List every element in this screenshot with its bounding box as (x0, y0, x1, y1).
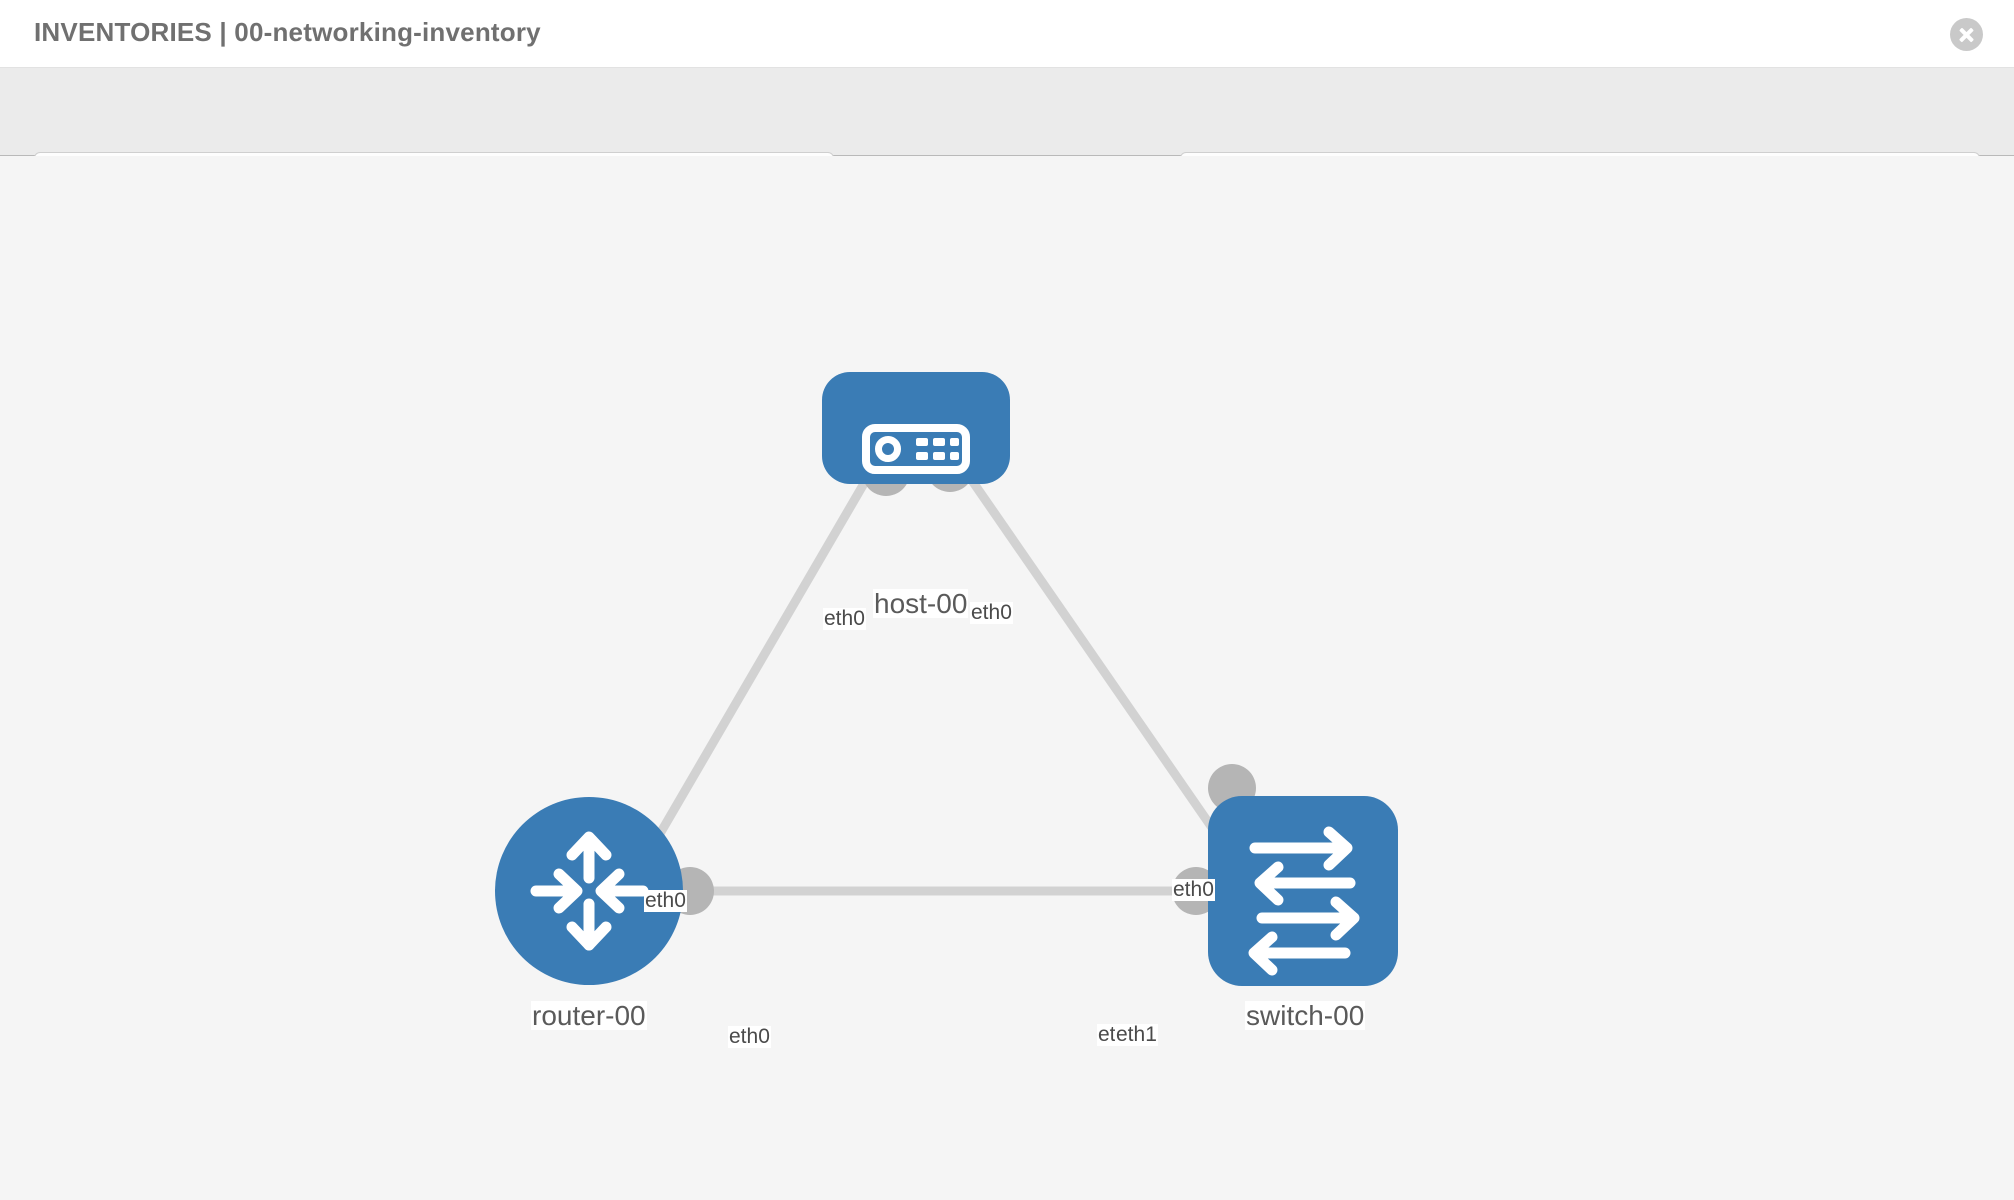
node-switch-00[interactable] (1208, 796, 1398, 986)
link-host00-switch00[interactable] (951, 453, 1239, 864)
topology-canvas[interactable]: host-00 router-00 switch-00 eth0 eth0 et… (0, 156, 2014, 1200)
iface-label-switch00-uplink: eth0 (1172, 878, 1215, 902)
page-header: INVENTORIES | 00-networking-inventory (0, 0, 2014, 68)
node-router-00-shape[interactable] (495, 797, 683, 985)
server-icon (862, 424, 970, 474)
router-arrows-icon (530, 831, 649, 951)
node-label-router-00: router-00 (531, 1000, 647, 1031)
iface-label-switch00-eth1: eth1 (1115, 1023, 1158, 1047)
topology-links (636, 453, 1239, 896)
iface-label-host00-left: eth0 (823, 607, 866, 631)
page-title: INVENTORIES | 00-networking-inventory (34, 17, 541, 47)
iface-label-router00-uplink: eth0 (644, 889, 687, 913)
node-host-00[interactable] (822, 372, 1010, 484)
topology-graph (495, 372, 1398, 986)
node-label-host-00: host-00 (873, 588, 969, 619)
switch-arrows-icon (1248, 826, 1360, 976)
toolbar: ACTIONS SEARCH (0, 68, 2014, 207)
node-label-switch-00: switch-00 (1245, 1000, 1366, 1031)
close-icon[interactable] (1950, 18, 1983, 51)
iface-label-router00-eth0: eth0 (728, 1025, 771, 1049)
node-router-00[interactable] (495, 797, 683, 985)
link-host00-router00[interactable] (636, 453, 884, 871)
iface-label-host00-right: eth0 (970, 601, 1013, 625)
